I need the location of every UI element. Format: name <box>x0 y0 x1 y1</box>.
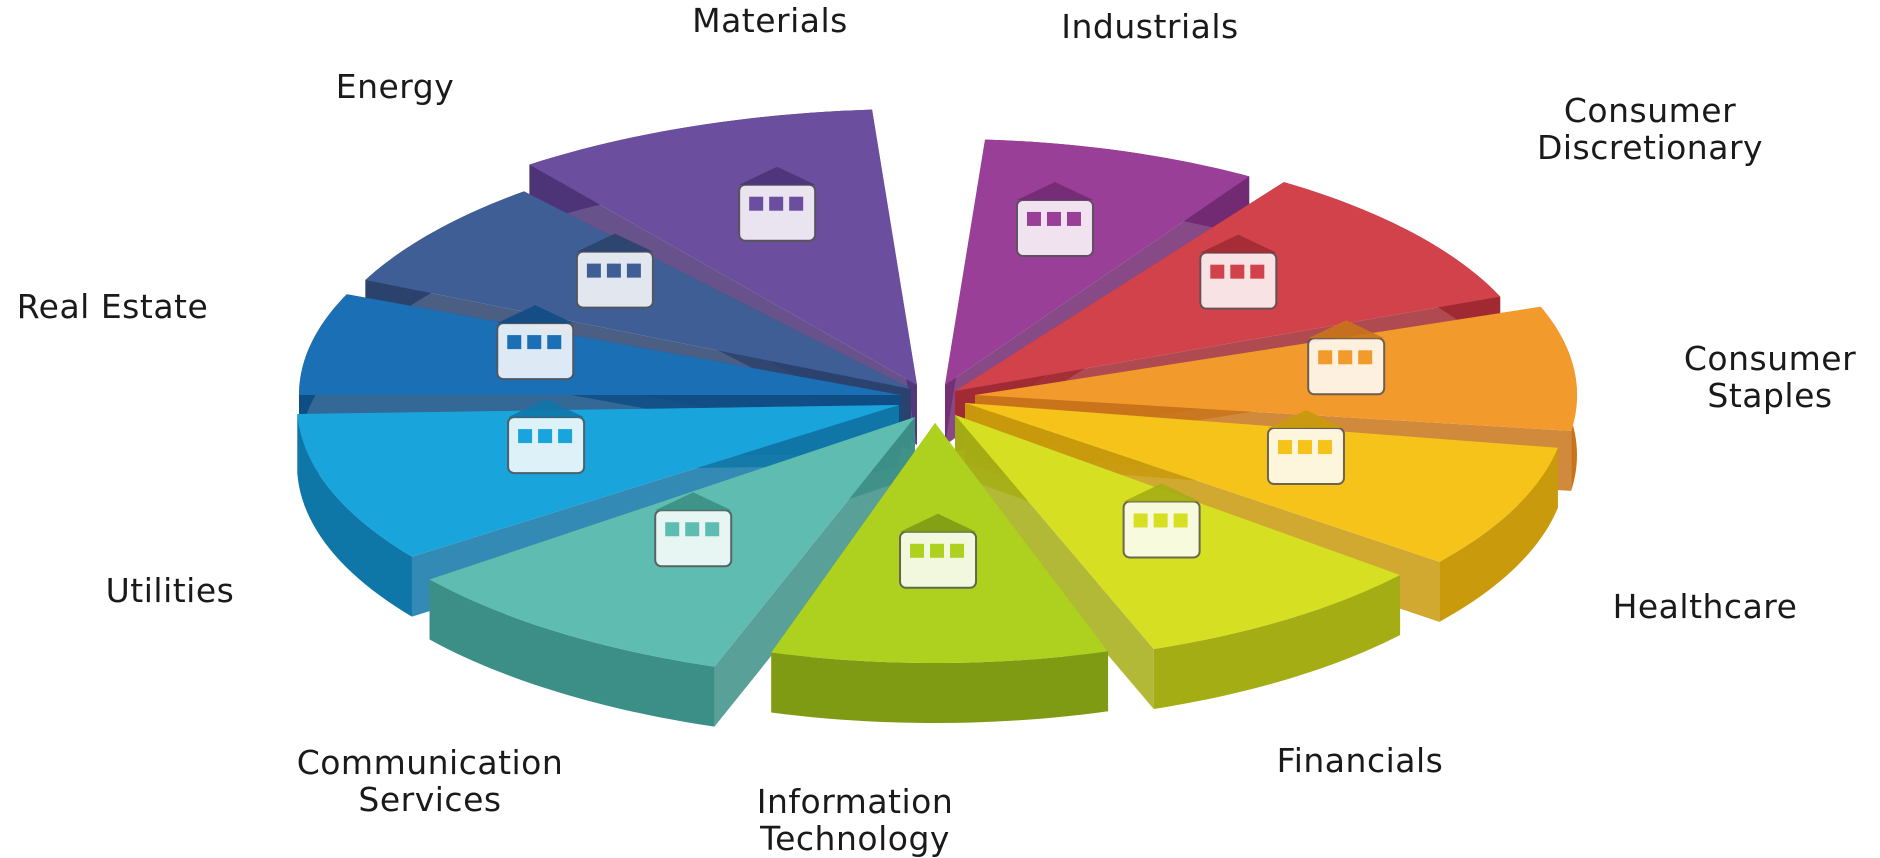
wedge-top-real-estate <box>299 294 901 395</box>
house-building-icon <box>496 305 575 381</box>
label-financials: Financials <box>1276 741 1444 780</box>
wedge-financials <box>955 415 1401 709</box>
food-icon <box>1307 320 1386 396</box>
rocks-gold-icon <box>738 166 817 242</box>
wedge-side-information-technology <box>771 651 1109 723</box>
card-money-shield-icon <box>1122 483 1201 559</box>
wedge-top-consumer-staples <box>975 306 1577 431</box>
label-industrials: Industrials <box>1061 7 1239 46</box>
laptop-server-icon <box>899 513 978 589</box>
wedge-top-utilities <box>297 405 900 557</box>
tablet-chat-icon <box>654 492 733 568</box>
label-energy: Energy <box>335 67 455 106</box>
wedge-top-healthcare <box>965 403 1558 562</box>
solar-bulb-drop-icon <box>507 399 586 475</box>
wedge-communication-services <box>429 417 915 727</box>
wedge-side-utilities <box>297 414 412 617</box>
wedge-top-materials <box>529 109 917 385</box>
wedge-information-technology <box>771 423 1109 723</box>
wedge-side-healthcare <box>1439 447 1558 622</box>
heart-syringe-icon <box>1266 410 1345 486</box>
wedge-face-financials-1 <box>955 415 1154 709</box>
barrel-pump-icon <box>575 233 654 309</box>
label-utilities: Utilities <box>105 571 235 610</box>
label-materials: Materials <box>692 1 848 40</box>
label-healthcare: Healthcare <box>1612 587 1798 626</box>
factory-icon <box>1015 181 1094 257</box>
label-real-estate: Real Estate <box>16 287 209 326</box>
hotel-shop-icon <box>1199 234 1278 310</box>
wedge-side-communication-services <box>429 579 715 727</box>
wedge-face-communication-services-0 <box>714 417 915 727</box>
